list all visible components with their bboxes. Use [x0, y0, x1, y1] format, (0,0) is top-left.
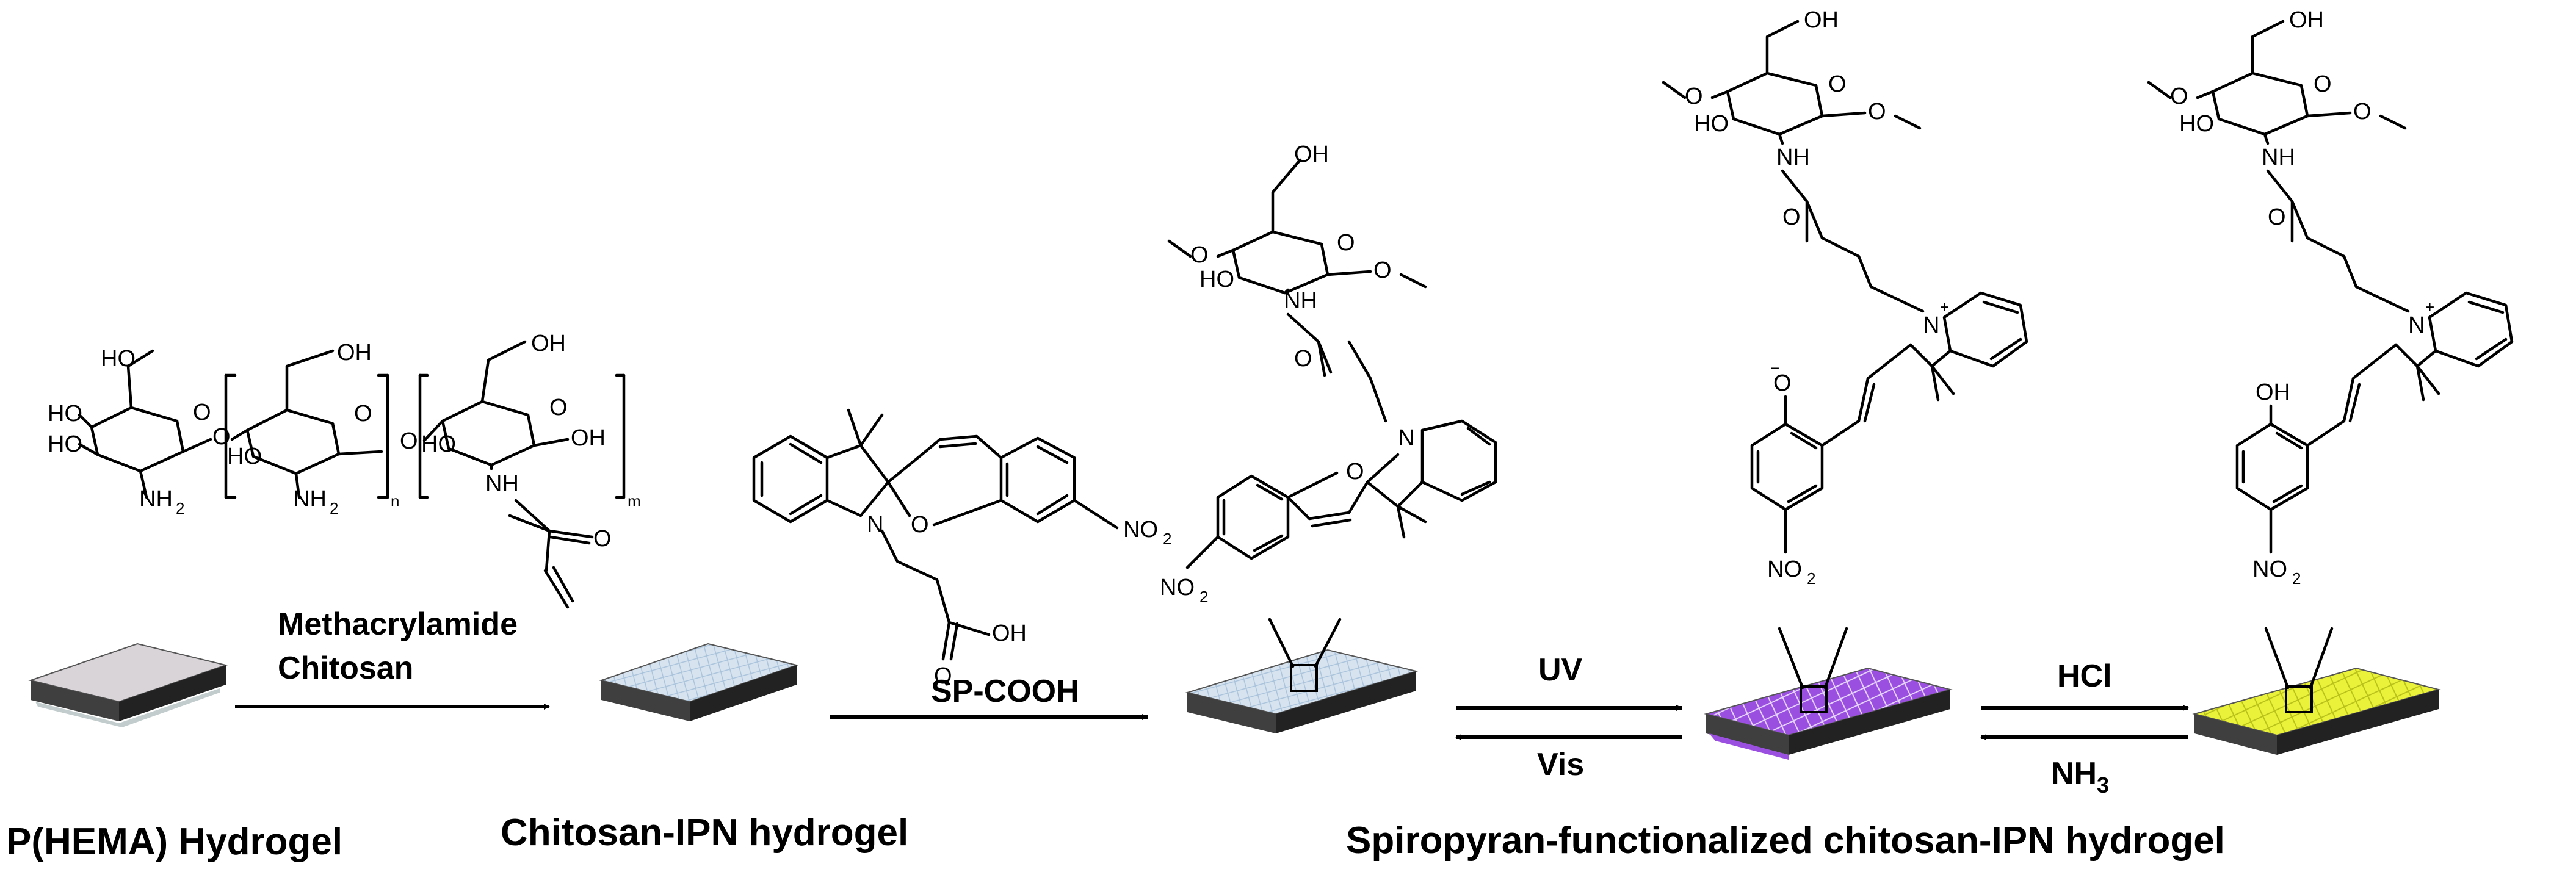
svg-text:O: O [1337, 230, 1355, 256]
svg-text:O: O [934, 663, 952, 689]
arrow-uv-vis: UV Vis [1455, 652, 1682, 782]
svg-text:O: O [1773, 370, 1792, 396]
slab-sp-yellow [2192, 627, 2441, 755]
arrow-step2: SP-COOH [830, 674, 1148, 720]
uv-label: UV [1538, 652, 1583, 688]
svg-text:NH: NH [1284, 288, 1317, 314]
label-phema: P(HEMA) Hydrogel [6, 821, 342, 863]
arrow-step1: Methacrylamide Chitosan [235, 607, 550, 710]
svg-text:O: O [1190, 242, 1209, 268]
svg-text:OH: OH [1804, 7, 1839, 33]
slab-chitosan-ipn [599, 643, 799, 721]
svg-text:NH: NH [485, 471, 519, 497]
svg-text:N: N [1398, 425, 1414, 451]
svg-text:O: O [1346, 459, 1364, 485]
svg-text:HO: HO [1694, 111, 1729, 137]
svg-text:2: 2 [2292, 569, 2301, 588]
svg-text:OH: OH [2256, 380, 2290, 405]
arrow-step2-label: SP-COOH [931, 674, 1079, 709]
svg-text:NH: NH [2262, 145, 2295, 170]
svg-text:HO: HO [227, 444, 262, 469]
svg-text:O: O [1782, 204, 1801, 230]
svg-text:NH: NH [293, 486, 327, 512]
svg-text:O: O [400, 428, 418, 454]
svg-text:O: O [2170, 84, 2188, 109]
svg-text:NO: NO [2252, 557, 2287, 582]
svg-text:+: + [1940, 298, 1949, 316]
svg-text:O: O [2268, 204, 2286, 230]
svg-text:2: 2 [330, 499, 338, 517]
svg-text:OH: OH [571, 425, 606, 451]
svg-text:O: O [1828, 71, 1847, 97]
svg-text:NO: NO [1767, 557, 1802, 582]
svg-text:OH: OH [1294, 142, 1329, 167]
arrow-hcl-nh3: HCl NH3 [1980, 658, 2189, 798]
svg-text:OH: OH [992, 621, 1027, 646]
svg-text:2: 2 [176, 499, 184, 517]
svg-text:HO: HO [48, 401, 82, 427]
label-chitosan-ipn: Chitosan-IPN hydrogel [501, 812, 908, 854]
svg-text:N: N [1923, 312, 1939, 338]
slab-sp-purple [1704, 627, 1953, 760]
svg-text:HO: HO [2179, 111, 2214, 137]
svg-text:O: O [212, 424, 231, 450]
vis-label: Vis [1537, 747, 1584, 782]
svg-text:OH: OH [531, 331, 566, 356]
svg-text:NH: NH [139, 486, 173, 512]
svg-text:O: O [354, 401, 372, 427]
svg-text:2: 2 [1807, 569, 1815, 588]
slab-sp-functionalized [1185, 618, 1419, 733]
svg-text:O: O [1373, 258, 1392, 283]
svg-text:O: O [2314, 71, 2332, 97]
structure-protonated-merocyanine: OH O O HO O NH O N + OH NO 2 [2147, 7, 2514, 588]
svg-text:2: 2 [1163, 530, 1171, 548]
svg-text:−: − [1770, 359, 1779, 377]
svg-text:HO: HO [1199, 267, 1234, 292]
arrow-step1-label-1: Methacrylamide [278, 607, 518, 642]
svg-text:O: O [1685, 84, 1703, 109]
slab-phema [28, 643, 228, 727]
svg-text:O: O [549, 395, 568, 420]
structure-merocyanine: OH O O HO O NH O N + O − NO 2 [1662, 7, 2028, 588]
svg-text:2: 2 [1199, 588, 1208, 606]
svg-text:NO: NO [1123, 517, 1158, 542]
svg-text:O: O [193, 400, 211, 425]
svg-text:N: N [2408, 312, 2425, 338]
hcl-label: HCl [2057, 658, 2112, 694]
svg-text:HO: HO [101, 346, 136, 372]
svg-text:+: + [2425, 298, 2434, 316]
label-sp-functionalized: Spiropyran-functionalized chitosan-IPN h… [1346, 820, 2225, 862]
nh3-label: NH3 [2051, 756, 2109, 798]
structure-sp-cooh: N OH O O NO 2 [752, 408, 1171, 689]
arrow-step1-label-2: Chitosan [278, 651, 413, 686]
svg-text:m: m [628, 492, 641, 510]
svg-text:O: O [593, 526, 612, 552]
svg-text:N: N [867, 512, 883, 538]
svg-text:O: O [911, 512, 929, 538]
svg-text:HO: HO [421, 431, 456, 457]
svg-text:HO: HO [48, 431, 82, 457]
svg-text:NH: NH [1776, 145, 1810, 170]
svg-text:n: n [391, 492, 399, 510]
svg-text:O: O [1294, 346, 1312, 372]
svg-text:O: O [1868, 99, 1886, 124]
svg-text:OH: OH [2289, 7, 2324, 33]
svg-text:OH: OH [337, 340, 372, 366]
svg-text:O: O [2353, 99, 2372, 124]
svg-text:NO: NO [1160, 575, 1195, 600]
